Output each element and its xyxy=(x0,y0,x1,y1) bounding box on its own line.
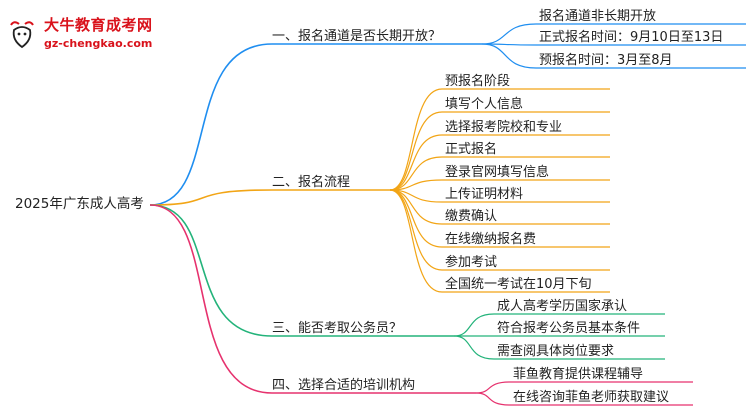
branch-1-leaf-3-curve xyxy=(481,43,537,69)
branch-1-label: 一、报名通道是否长期开放？ xyxy=(272,29,442,44)
branch-3-leaf-1-curve xyxy=(453,313,495,337)
mindmap-root: 2025年广东成人高考 xyxy=(15,196,144,212)
branch-4-curve xyxy=(149,204,273,394)
branch-2-leaf-4: 正式报名 xyxy=(445,142,498,157)
branch-3-curve xyxy=(149,204,273,337)
branch-3-leaf-3: 需查阅具体岗位要求 xyxy=(497,344,615,359)
branch-2-label: 二、报名流程 xyxy=(272,175,351,190)
branch-1-leaf-2: 正式报名时间：9月10日至13日 xyxy=(539,30,724,45)
branch-2-leaf-2-curve xyxy=(389,111,443,191)
branch-1-leaf-1-curve xyxy=(481,23,537,45)
branch-2-leaf-3-curve xyxy=(389,134,443,191)
branch-4-leaf-1-curve xyxy=(475,381,511,394)
branch-2-curve xyxy=(149,189,273,206)
branch-2-leaf-2: 填写个人信息 xyxy=(445,97,524,112)
branch-3-leaf-3-curve xyxy=(453,335,495,360)
branch-2-leaf-5: 登录官网填写信息 xyxy=(445,165,550,180)
branch-1-leaf-3: 预报名时间：3月至8月 xyxy=(539,53,673,68)
branch-4-leaf-2-curve xyxy=(475,392,511,406)
branch-2-leaf-7-curve xyxy=(389,189,443,225)
branch-2-leaf-10-curve xyxy=(389,189,443,293)
branch-4-label: 四、选择合适的培训机构 xyxy=(272,378,416,393)
branch-3-leaf-1: 成人高考学历国家承认 xyxy=(497,299,628,314)
logo-url: gz-chengkao.com xyxy=(44,37,153,50)
branch-2-leaf-4-curve xyxy=(389,156,443,191)
branch-3-leaf-2: 符合报考公务员基本条件 xyxy=(497,321,641,336)
branch-3-label: 三、能否考取公务员？ xyxy=(272,321,403,336)
branch-4-leaf-1: 菲鱼教育提供课程辅导 xyxy=(513,367,644,382)
branch-2-leaf-3: 选择报考院校和专业 xyxy=(445,120,563,135)
branch-2-leaf-9: 参加考试 xyxy=(445,255,498,270)
bull-logo-icon xyxy=(10,21,34,49)
branch-2-leaf-7: 缴费确认 xyxy=(445,209,498,224)
branch-1-leaf-1: 报名通道非长期开放 xyxy=(539,9,657,24)
site-logo: 大牛教育成考网 gz-chengkao.com xyxy=(6,14,166,56)
branch-2-leaf-6: 上传证明材料 xyxy=(445,187,524,202)
branch-2-leaf-10: 全国统一考试在10月下旬 xyxy=(445,277,592,292)
branch-2-leaf-1: 预报名阶段 xyxy=(445,74,511,89)
logo-title: 大牛教育成考网 xyxy=(44,16,153,34)
branch-2-leaf-8: 在线缴纳报名费 xyxy=(445,232,537,247)
branch-1-curve xyxy=(149,43,273,206)
branch-4-leaf-2: 在线咨询菲鱼老师获取建议 xyxy=(513,390,670,405)
branch-2-leaf-1-curve xyxy=(389,88,443,191)
